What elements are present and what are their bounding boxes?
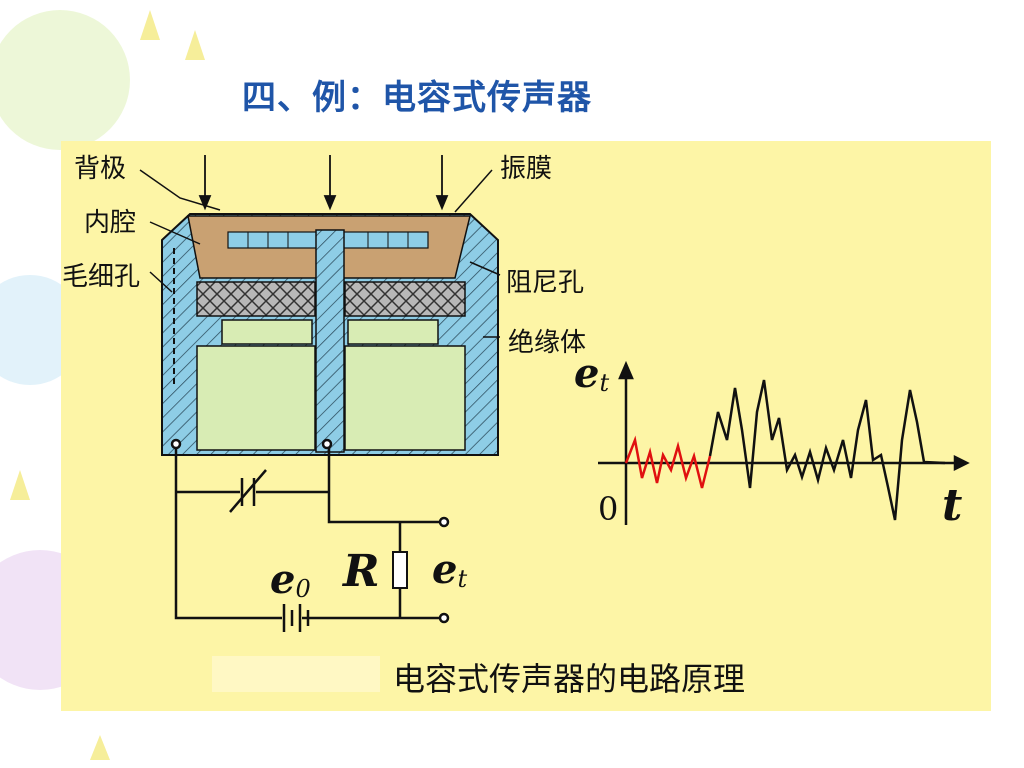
label-inner-cavity: 内腔: [84, 208, 137, 238]
diagram-caption: 电容式传声器的电路原理: [393, 660, 746, 698]
insulator-mesh: [196, 281, 466, 317]
variable-capacitor: [229, 469, 267, 513]
circuit: [170, 438, 450, 624]
slide-title: 四、例：电容式传声器: [242, 78, 592, 118]
label-insulator: 绝缘体: [508, 328, 587, 358]
center-post: [315, 229, 345, 453]
label-back-plate: 背极: [74, 154, 127, 184]
resistor: [392, 551, 408, 589]
output-label: et: [432, 546, 468, 593]
noise-waveform: [624, 435, 712, 489]
label-damping-hole: 阻尼孔: [506, 268, 585, 298]
waveform-axes: [598, 360, 970, 525]
chambers: [196, 319, 466, 451]
label-capillary: 毛细孔: [62, 262, 141, 292]
source-label: e0: [270, 556, 311, 603]
battery: [282, 604, 310, 632]
waveform-y-label: et: [574, 350, 610, 397]
caption-mask: [212, 656, 380, 692]
signal-waveform: [708, 379, 946, 521]
waveform-x-label: t: [942, 480, 963, 531]
sound-arrows: [198, 155, 449, 211]
leader-lines: [139, 169, 501, 338]
label-diaphragm: 振膜: [500, 154, 553, 184]
resistor-label: R: [343, 546, 380, 597]
waveform-origin-label: 0: [598, 490, 619, 528]
